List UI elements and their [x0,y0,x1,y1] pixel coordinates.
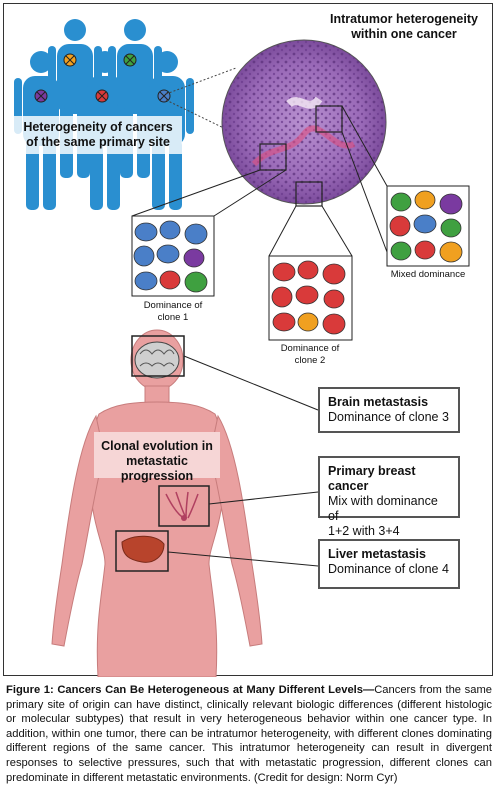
tumor-markers [34,53,171,103]
box-line: 1+2 with 3+4 [328,524,400,538]
intratumor-title: Intratumor heterogeneity within one canc… [330,12,478,41]
label-backdrop [12,116,182,154]
clonal-evolution-label: Clonal evolution in metastatic progressi… [101,439,213,483]
heterogeneity-label: Heterogeneity of cancers of the same pri… [23,120,173,149]
tumor-histology-circle [221,39,387,207]
liver-metastasis-box: Liver metastasis Dominance of clone 4 [318,539,460,589]
box-title: Liver metastasis [328,547,426,561]
box-title: Primary breast cancer [328,464,416,493]
primary-breast-cancer-box: Primary breast cancer Mix with dominance… [318,456,460,538]
people-group [14,19,194,210]
box-line: Dominance of clone 3 [328,410,449,424]
caption-lead: Figure 1: Cancers Can Be Heterogeneous a… [6,684,375,696]
organ-connectors [167,355,319,567]
brain-metastasis-box: Brain metastasis Dominance of clone 3 [318,387,460,433]
figure-frame: Heterogeneity of cancers of the same pri… [3,3,493,677]
caption-body: Cancers from the same primary site of or… [6,684,492,784]
box-title: Brain metastasis [328,395,429,409]
clone-panel-mixed [386,185,470,267]
clone1-label: Dominance of clone 1 [143,300,203,323]
box-line: Dominance of clone 4 [328,562,449,576]
clone-panel-1 [131,215,215,297]
clone2-label: Dominance of clone 2 [280,343,340,366]
clone-panel-2 [268,255,353,341]
box-line: Mix with dominance of [328,494,438,523]
liver-organ [115,530,169,572]
figure-caption: Figure 1: Cancers Can Be Heterogeneous a… [6,683,492,785]
body-silhouette [51,329,263,677]
mixed-label: Mixed dominance [390,269,466,280]
region-connectors [131,105,388,257]
brain-organ [131,335,185,379]
label-band [94,432,220,478]
breast-organ [158,485,210,527]
figure-illustration [12,19,470,677]
